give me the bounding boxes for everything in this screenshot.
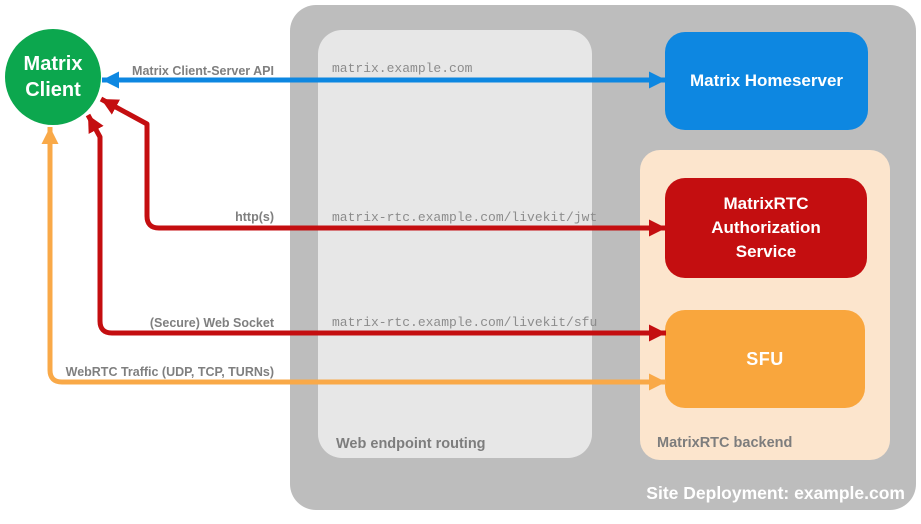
web-endpoint-routing-container: Web endpoint routing: [318, 30, 592, 458]
matrix-homeserver-node: Matrix Homeserver: [665, 32, 868, 130]
endpoint-matrix-example-com: matrix.example.com: [332, 61, 473, 76]
matrix-client-label-line1: Matrix: [23, 53, 83, 75]
matrix-client-node: Matrix Client: [5, 29, 101, 125]
matrix-client-label-line2: Client: [25, 79, 81, 101]
site-deployment-title: Site Deployment: example.com: [646, 483, 905, 503]
sfu-node: SFU: [665, 310, 865, 408]
webrtc-traffic-arrow-label: WebRTC Traffic (UDP, TCP, TURNs): [65, 365, 274, 379]
sfu-label: SFU: [746, 348, 784, 369]
endpoint-livekit-sfu: matrix-rtc.example.com/livekit/sfu: [332, 315, 598, 330]
web-endpoint-routing-title: Web endpoint routing: [336, 436, 486, 452]
matrix-homeserver-label: Matrix Homeserver: [689, 71, 844, 90]
matrixrtc-authorization-service-node: MatrixRTC Authorization Service: [665, 178, 867, 278]
matrixrtc-backend-title: MatrixRTC backend: [657, 435, 793, 451]
endpoint-livekit-jwt: matrix-rtc.example.com/livekit/jwt: [332, 210, 598, 225]
matrixrtc-authorization-service-label: MatrixRTC Authorization Service: [711, 194, 821, 261]
websocket-arrow-label: (Secure) Web Socket: [149, 316, 274, 330]
https-arrow-label: http(s): [235, 210, 274, 224]
